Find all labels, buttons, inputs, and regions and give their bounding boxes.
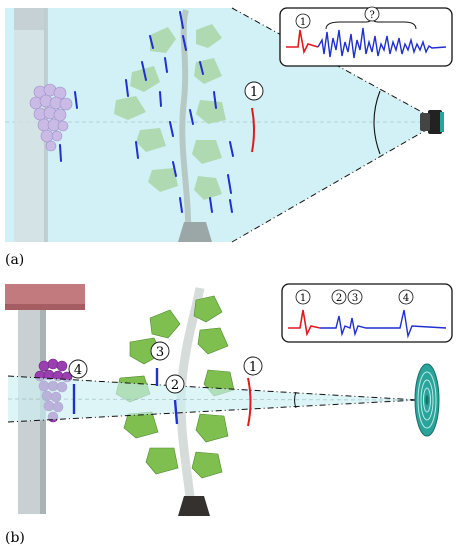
first-echo-arc-b	[247, 377, 252, 427]
reflection-segments-a	[59, 11, 234, 213]
panel-label-b: (b)	[5, 530, 25, 546]
sensor-a	[420, 110, 444, 134]
vine-plant-a	[114, 9, 226, 243]
signal-box-b: 1 2 3 4	[281, 283, 453, 343]
panel-a: 1 1 ? (a)	[5, 6, 453, 268]
spiral-sensor-b	[414, 363, 440, 437]
first-echo-arc-a	[251, 107, 255, 153]
panel-b: 1 2 3 4 1 2 3 4 (b)	[5, 283, 453, 546]
echo-2-segment	[173, 399, 179, 425]
callout-3-b: 3	[156, 345, 164, 360]
vine-plant-b	[115, 287, 235, 517]
signal-marker-unknown-a: ?	[369, 10, 374, 21]
signal-marker-1-b: 1	[300, 293, 306, 304]
signal-marker-2-b: 2	[336, 293, 342, 304]
callout-1-a: 1	[250, 85, 258, 100]
callout-2-b: 2	[171, 378, 179, 393]
signal-marker-4-b: 4	[403, 293, 409, 304]
callout-4-b: 4	[74, 363, 82, 378]
callout-1-b: 1	[249, 360, 257, 375]
signal-marker-1-a: 1	[300, 17, 306, 28]
grape-cluster-a	[29, 83, 73, 152]
sensor-beam-b	[8, 376, 418, 422]
signal-box-a: 1 ?	[279, 6, 453, 67]
signal-marker-3-b: 3	[352, 293, 358, 304]
panel-label-a: (a)	[5, 252, 24, 268]
